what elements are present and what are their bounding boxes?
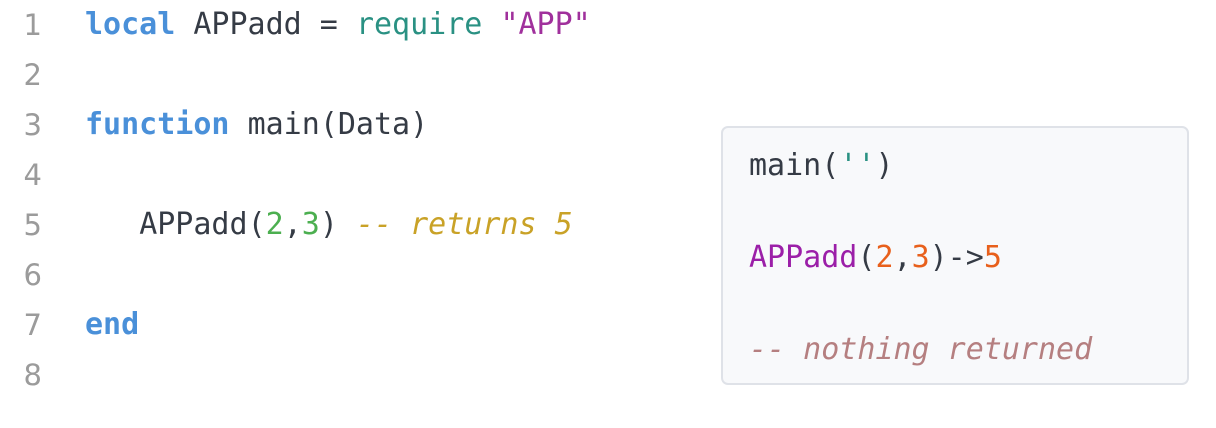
result-token-punct: , (893, 240, 912, 275)
token-punct: , (283, 207, 302, 242)
token-keyword: end (85, 307, 140, 342)
result-panel-line: main('') (749, 146, 894, 186)
token-punct: ( (247, 207, 266, 242)
token-punct (230, 107, 248, 142)
code-line[interactable]: 1 local APPadd = require "APP" (0, 0, 720, 50)
code-line[interactable]: 8 (0, 350, 720, 400)
token-ident: APPadd (193, 7, 302, 42)
token-punct (85, 207, 139, 242)
token-number: 3 (301, 207, 320, 242)
result-token-ident: main (749, 148, 822, 183)
token-punct: ( (319, 107, 338, 142)
code-line[interactable]: 7 end (0, 300, 720, 350)
result-panel-line: APPadd(2,3)->5 (749, 238, 1002, 278)
code-line[interactable]: 3 function main(Data) (0, 100, 720, 150)
line-number: 3 (23, 108, 42, 142)
result-panel-line: -- nothing returned (749, 330, 1092, 370)
token-punct (482, 7, 500, 42)
token-number: 2 (265, 207, 284, 242)
token-ident: Data (337, 107, 411, 142)
result-token-punct: ) (875, 148, 894, 183)
token-punct: ) (410, 107, 429, 142)
result-token-func: APPadd (749, 240, 858, 275)
line-number: 8 (23, 358, 42, 392)
result-panel: main('')APPadd(2,3)->5-- nothing returne… (721, 126, 1189, 385)
code-line-text: function main(Data) (85, 100, 428, 150)
code-line[interactable]: 4 (0, 150, 720, 200)
result-token-number: 3 (911, 240, 930, 275)
token-keyword: function (85, 107, 230, 142)
line-number: 4 (23, 158, 42, 192)
code-line[interactable]: 6 (0, 250, 720, 300)
token-punct (175, 7, 193, 42)
line-number: 1 (23, 8, 42, 42)
line-number: 6 (23, 258, 42, 292)
code-line[interactable]: 2 (0, 50, 720, 100)
result-token-string: '' (839, 148, 876, 183)
result-token-number: 2 (875, 240, 894, 275)
result-token-number: 5 (983, 240, 1002, 275)
line-number: 7 (23, 308, 42, 342)
token-keyword: local (85, 7, 176, 42)
line-number: 5 (23, 208, 42, 242)
token-builtin: require (355, 7, 483, 42)
token-punct: ) (319, 207, 356, 242)
token-ident: main (247, 107, 320, 142)
result-token-punct: ( (857, 240, 876, 275)
code-line-text: APPadd(2,3) -- returns 5 (85, 200, 573, 250)
result-token-comment: -- nothing returned (749, 332, 1093, 367)
token-string: "APP" (500, 7, 591, 42)
code-line-text: local APPadd = require "APP" (85, 0, 591, 50)
result-token-punct: ( (821, 148, 840, 183)
result-token-punct: )-> (929, 240, 984, 275)
token-punct: = (301, 7, 356, 42)
code-line[interactable]: 5 APPadd(2,3) -- returns 5 (0, 200, 720, 250)
token-comment: -- returns 5 (355, 207, 573, 242)
line-number: 2 (23, 58, 42, 92)
code-line-text: end (85, 300, 139, 350)
token-ident: APPadd (139, 207, 248, 242)
